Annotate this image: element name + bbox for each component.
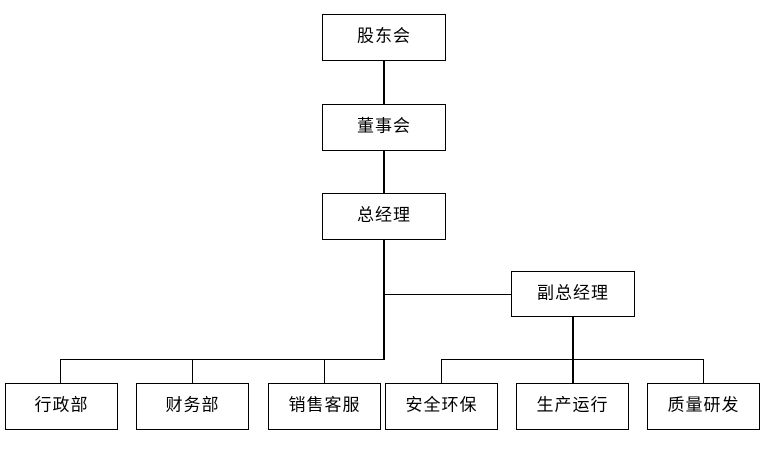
connector-board-to-general-manager xyxy=(383,151,385,193)
drop-dept-4 xyxy=(572,358,574,384)
node-department-finance-label: 财务部 xyxy=(165,395,220,416)
drop-dept-5 xyxy=(702,358,704,384)
node-department-safety-environment[interactable]: 安全环保 xyxy=(385,383,498,430)
node-board-label: 董事会 xyxy=(357,116,411,137)
node-department-finance[interactable]: 财务部 xyxy=(136,383,249,430)
node-department-quality-rd[interactable]: 质量研发 xyxy=(647,383,760,430)
node-department-quality-rd-label: 质量研发 xyxy=(667,395,740,416)
bus-left-departments xyxy=(60,358,385,360)
node-deputy-general-manager[interactable]: 副总经理 xyxy=(511,271,635,317)
connector-general-manager-to-deputy xyxy=(383,293,512,295)
node-shareholders-label: 股东会 xyxy=(357,26,411,47)
drop-dept-3 xyxy=(440,358,442,384)
node-department-administration[interactable]: 行政部 xyxy=(5,383,118,430)
connector-general-manager-spine xyxy=(383,240,385,360)
node-deputy-general-manager-label: 副总经理 xyxy=(537,283,609,303)
node-department-administration-label: 行政部 xyxy=(34,395,89,416)
drop-dept-1 xyxy=(191,358,193,384)
node-department-production-operations-label: 生产运行 xyxy=(536,395,609,416)
node-shareholders[interactable]: 股东会 xyxy=(322,14,446,61)
drop-dept-2 xyxy=(323,358,325,384)
node-department-production-operations[interactable]: 生产运行 xyxy=(516,383,629,430)
node-department-sales-service[interactable]: 销售客服 xyxy=(268,383,381,430)
node-department-sales-service-label: 销售客服 xyxy=(288,395,361,416)
connector-deputy-to-right-bus xyxy=(572,317,574,360)
drop-dept-0 xyxy=(60,358,62,384)
connector-shareholders-to-board xyxy=(383,61,385,104)
node-general-manager[interactable]: 总经理 xyxy=(322,193,446,240)
node-department-safety-environment-label: 安全环保 xyxy=(405,395,478,416)
node-board[interactable]: 董事会 xyxy=(322,104,446,151)
node-general-manager-label: 总经理 xyxy=(357,205,411,226)
bus-right-departments xyxy=(440,358,704,360)
